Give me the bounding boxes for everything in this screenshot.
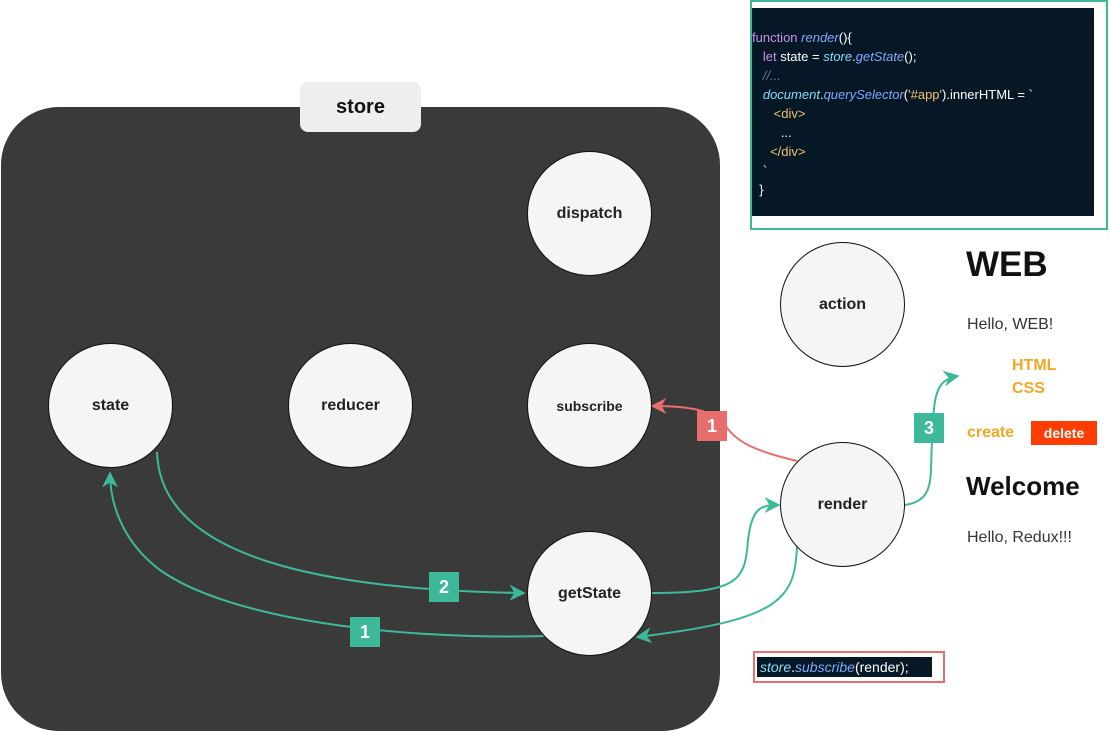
arrow-state-to-getstate — [156, 451, 526, 601]
create-link[interactable]: create — [967, 424, 1015, 441]
web-title: WEB — [966, 245, 1048, 284]
subscribe-node: subscribe — [527, 343, 652, 468]
delete-button[interactable]: delete — [1031, 421, 1097, 445]
step-1-state-badge: 1 — [350, 617, 380, 647]
getstate-node: getState — [527, 531, 652, 656]
code-line-1: function render(){ — [752, 30, 852, 45]
step-2-badge: 2 — [429, 572, 459, 602]
subscribe-code: store.subscribe(render); — [757, 657, 932, 677]
dispatch-node: dispatch — [527, 151, 652, 276]
code-line-4: document.querySelector('#app').innerHTML… — [762, 87, 1033, 102]
code-line-2: let state = store.getState(); — [762, 49, 917, 64]
code-line-5: <div> — [773, 106, 806, 121]
step-1-subscribe-badge: 1 — [697, 411, 727, 441]
welcome-text: Hello, Redux!!! — [967, 529, 1072, 546]
code-line-3: //... — [762, 68, 781, 83]
arrow-getstate-to-state — [102, 471, 546, 638]
css-link[interactable]: CSS — [1012, 380, 1045, 397]
render-code-block: function render(){ let state = store.get… — [752, 8, 1094, 216]
code-line-6: ... — [780, 125, 792, 140]
state-node: state — [48, 343, 173, 468]
store-label: store — [300, 82, 421, 132]
arrow-getstate-to-render — [650, 497, 781, 594]
step-3-badge: 3 — [914, 413, 944, 443]
arrow-render-to-getstate — [635, 545, 798, 644]
html-link[interactable]: HTML — [1012, 357, 1057, 374]
action-node: action — [780, 242, 905, 367]
render-node: render — [780, 442, 905, 567]
web-greeting: Hello, WEB! — [967, 316, 1054, 333]
code-line-8: ` — [762, 163, 768, 178]
reducer-node: reducer — [288, 343, 413, 468]
welcome-heading: Welcome — [966, 471, 1080, 501]
code-line-7: </div> — [770, 144, 806, 159]
code-line-9: } — [759, 182, 764, 197]
